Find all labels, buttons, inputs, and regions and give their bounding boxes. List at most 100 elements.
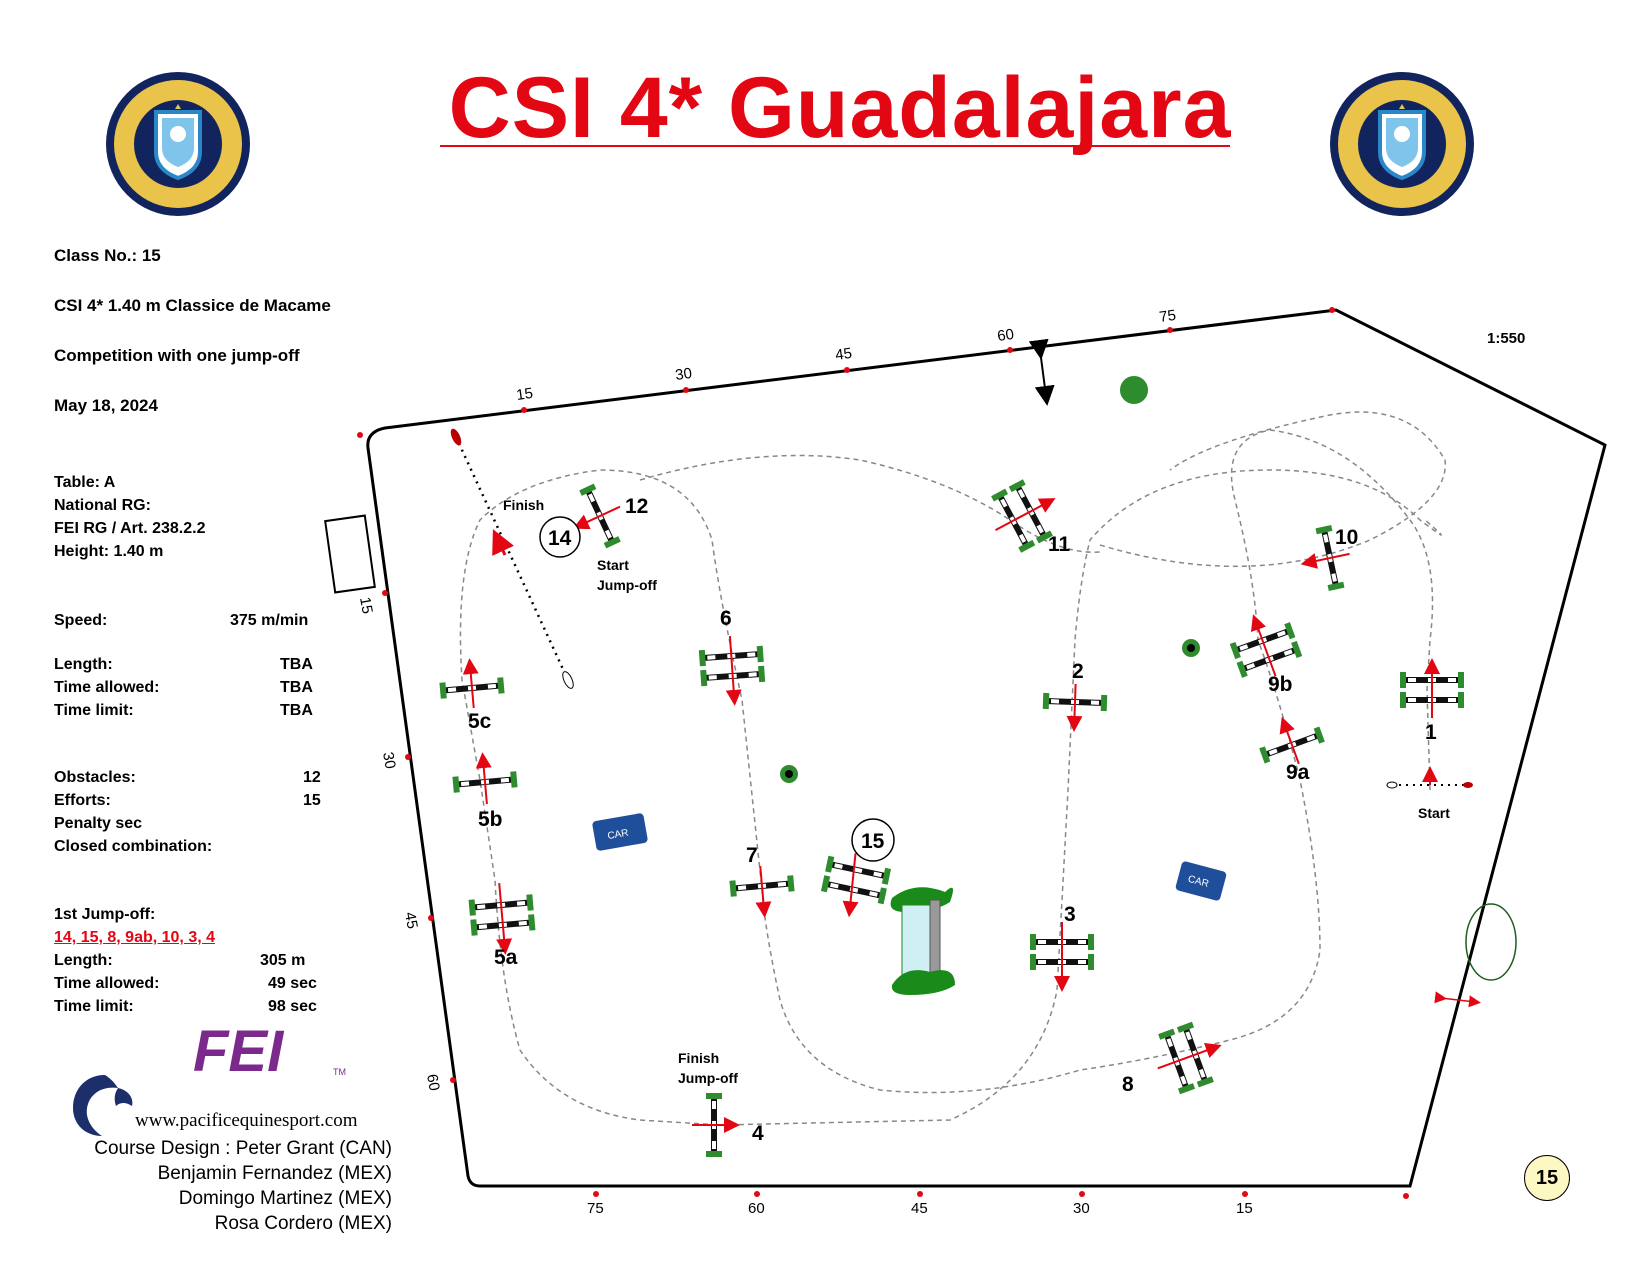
speed-value: 375 m/min [230, 612, 309, 629]
closed-combination-label: Closed combination: [54, 838, 213, 855]
double-arrow-icon [1434, 991, 1481, 1008]
fence-15 [818, 853, 892, 918]
jump-label-7: 7 [746, 844, 758, 867]
credit-line-3: Domingo Martinez (MEX) [178, 1188, 392, 1209]
distance-bottom-15: 15 [1236, 1200, 1253, 1217]
svg-text:TM: TM [333, 1067, 346, 1077]
obstacles-label: Obstacles: [54, 769, 136, 786]
length-label: Length: [54, 656, 113, 673]
start-label: Start [1418, 805, 1450, 821]
fence-11 [980, 474, 1056, 559]
credit-line-4: Rosa Cordero (MEX) [214, 1213, 392, 1234]
height: Height: 1.40 m [54, 543, 164, 560]
fei-logo: FEI TM [193, 1019, 346, 1084]
finish-line [454, 436, 570, 681]
arena-boundary [366, 308, 1607, 1188]
obstacles-value: 12 [303, 769, 321, 786]
distance-bottom-75: 75 [587, 1200, 604, 1217]
jumpoff-heading: 1st Jump-off: [54, 906, 156, 923]
jump-label-6: 6 [720, 607, 732, 630]
jump-label-11: 11 [1048, 533, 1071, 556]
car-obstacle: CAR [592, 813, 648, 851]
speed-label: Speed: [54, 612, 108, 629]
jump-label-8: 8 [1122, 1073, 1134, 1096]
distance-left-30: 30 [379, 751, 399, 770]
distance-left-60: 60 [423, 1073, 443, 1092]
jump-label-4: 4 [752, 1122, 764, 1145]
car-obstacle: CAR [1175, 861, 1227, 901]
credit-line-1: Course Design : Peter Grant (CAN) [94, 1138, 392, 1159]
fence-1 [1400, 658, 1464, 718]
jumpoff-time-limit-label: Time limit: [54, 998, 134, 1015]
time-limit-value: TBA [280, 702, 313, 719]
water-jump [890, 887, 955, 995]
svg-text:CAR: CAR [1187, 874, 1210, 890]
length-value: TBA [280, 656, 313, 673]
penalty-label: Penalty sec [54, 815, 143, 832]
page-number-badge: 15 [1524, 1155, 1570, 1201]
table-rule: Table: A [54, 474, 116, 491]
fence-10 [1300, 525, 1350, 591]
course-track-top [639, 454, 1101, 553]
time-allowed-label: Time allowed: [54, 679, 160, 696]
jump-label-9a: 9a [1286, 761, 1310, 784]
distance-left-15: 15 [356, 596, 376, 615]
jump-label-10: 10 [1335, 526, 1358, 549]
fence-4 [692, 1093, 740, 1157]
fence-3 [1030, 922, 1094, 992]
national-rg: National RG: [54, 497, 151, 514]
jumpoff-time-limit-value: 98 sec [268, 998, 317, 1015]
fence-9b [1226, 614, 1306, 687]
fence-5b [452, 752, 518, 805]
jumpoff-length-label: Length: [54, 952, 113, 969]
finish-jumpoff-label-line2: Jump-off [678, 1070, 738, 1086]
svg-text:CAR: CAR [607, 828, 630, 843]
double-arrow-icon [1028, 338, 1055, 406]
jump-label-3: 3 [1064, 903, 1076, 926]
start-jumpoff-label-line1: Start [597, 557, 629, 573]
fence-12 [572, 483, 621, 549]
jumpoff-sequence: 14, 15, 8, 9ab, 10, 3, 4 [54, 929, 215, 946]
class-number: Class No.: 15 [54, 246, 161, 265]
fence-9a [1259, 716, 1325, 765]
distance-bottom-45: 45 [911, 1200, 928, 1217]
distance-top-45: 45 [834, 345, 853, 364]
website-text: www.pacificequinesport.com [135, 1110, 358, 1131]
club-logo-right [1330, 72, 1474, 216]
competition-type: Competition with one jump-off [54, 346, 300, 365]
event-date: May 18, 2024 [54, 396, 158, 415]
class-name: CSI 4* 1.40 m Classice de Macame [54, 296, 331, 315]
distance-top-15: 15 [515, 385, 534, 404]
jumpoff-circle-15 [851, 818, 895, 862]
efforts-label: Efforts: [54, 792, 111, 809]
jumpoff-time-allowed-label: Time allowed: [54, 975, 160, 992]
jumpoff-length-value: 305 m [260, 952, 306, 969]
distance-top-30: 30 [674, 365, 693, 384]
jump-label-5c: 5c [468, 710, 492, 733]
svg-text:FEI: FEI [193, 1019, 285, 1084]
pacific-equine-logo [73, 1075, 133, 1136]
jump-label-5b: 5b [478, 808, 503, 831]
jump-label-2: 2 [1072, 660, 1084, 683]
jumpoff-time-allowed-value: 49 sec [268, 975, 317, 992]
pond-outline [1465, 903, 1517, 981]
jump-label-5a: 5a [494, 946, 518, 969]
time-allowed-value: TBA [280, 679, 313, 696]
fence-5a [467, 883, 536, 955]
jumpoff-label-14: 14 [548, 527, 572, 550]
entry-gate [324, 514, 376, 594]
distance-left-45: 45 [401, 911, 421, 930]
scale-label: 1:550 [1487, 330, 1526, 347]
finish-jumpoff-label-line1: Finish [678, 1050, 719, 1066]
jumpoff-label-15: 15 [861, 830, 885, 853]
distance-bottom-60: 60 [748, 1200, 765, 1217]
distance-top-75: 75 [1158, 307, 1177, 326]
fence-6 [698, 636, 766, 706]
distance-top-60: 60 [996, 326, 1015, 345]
jumpoff-circle-14 [539, 516, 581, 558]
fence-7 [729, 865, 795, 918]
page-title: CSI 4* Guadalajara [448, 60, 1232, 156]
efforts-value: 15 [303, 792, 321, 809]
jump-label-12: 12 [625, 495, 648, 518]
fence-2 [1042, 683, 1108, 732]
